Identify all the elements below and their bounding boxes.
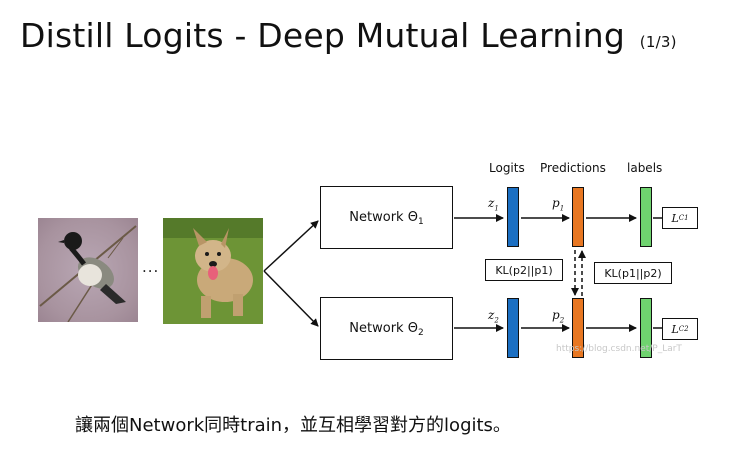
dog-illustration xyxy=(163,218,263,324)
title-main: Distill Logits - Deep Mutual Learning xyxy=(20,16,626,55)
title-page-indicator: (1/3) xyxy=(639,33,677,51)
logits-bar-1 xyxy=(507,187,519,247)
labels-bar-1 xyxy=(640,187,652,247)
predictions-bar-1 xyxy=(572,187,584,247)
network-1-subscript: 1 xyxy=(417,216,424,227)
logits-bar-2 xyxy=(507,298,519,358)
p1-label: p1 xyxy=(552,196,565,213)
ellipsis: ... xyxy=(142,258,160,276)
bird-illustration xyxy=(39,225,137,322)
bird-image xyxy=(38,218,138,322)
logits-header: Logits xyxy=(489,161,525,175)
arrow-input-net2 xyxy=(263,270,319,327)
dog-image xyxy=(163,218,263,324)
labels-bar-2 xyxy=(640,298,652,358)
predictions-header: Predictions xyxy=(540,161,606,175)
page-title: Distill Logits - Deep Mutual Learning (1… xyxy=(20,16,677,55)
network-1-label: Network Θ xyxy=(349,210,418,225)
z2-label: z2 xyxy=(488,308,499,325)
network-2-label: Network Θ xyxy=(349,321,418,336)
p2-label: p2 xyxy=(552,308,565,325)
kl-p1-p2-box: KL(p1||p2) xyxy=(594,262,672,284)
network-2-subscript: 2 xyxy=(417,327,424,338)
caption: 讓兩個Network同時train，並互相學習對方的logits。 xyxy=(75,415,511,436)
predictions-bar-2 xyxy=(572,298,584,358)
labels-header: labels xyxy=(627,161,663,175)
watermark: https://blog.csdn.net/P_LarT xyxy=(556,344,682,354)
kl-p2-p1-box: KL(p2||p1) xyxy=(485,259,563,281)
z1-label: z1 xyxy=(488,196,499,213)
arrow-input-net1 xyxy=(263,220,319,272)
